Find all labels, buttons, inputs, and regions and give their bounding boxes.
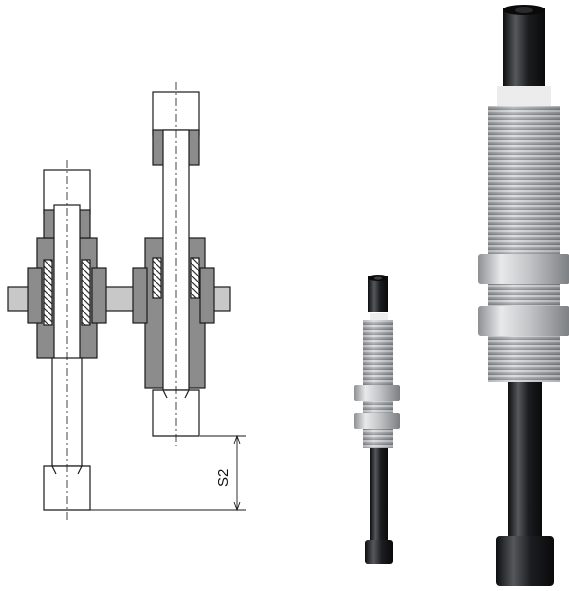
dimension-label: S2 [215,469,232,487]
damper-right [132,82,215,446]
dimension-s2 [90,434,246,512]
product-small [354,275,400,564]
damper-left [27,160,107,520]
section-drawing [7,82,246,520]
product-large [478,5,569,586]
